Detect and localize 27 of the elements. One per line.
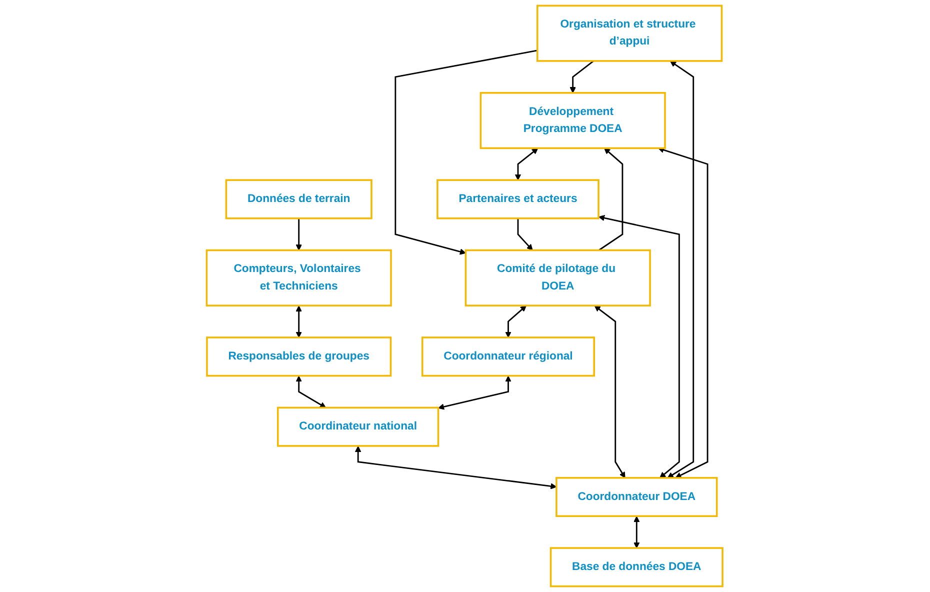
arrow — [355, 446, 558, 490]
arrow — [515, 148, 538, 180]
node-box: Partenaires et acteurs — [436, 179, 600, 220]
arrow — [634, 516, 640, 548]
arrow — [658, 146, 709, 478]
arrow — [438, 376, 512, 410]
arrow — [296, 306, 302, 338]
node-box: Coordonnateur régional — [422, 336, 596, 377]
node-box: Coordonnateur DOEA — [556, 476, 718, 517]
arrow — [506, 305, 527, 338]
arrow — [598, 214, 680, 478]
node-box: Responsables de groupes — [206, 336, 392, 377]
node-box: Organisation et structure d’appui — [536, 4, 723, 62]
node-box: Base de données DOEA — [550, 547, 724, 588]
arrow — [570, 60, 594, 94]
arrow — [395, 50, 538, 255]
arrow — [518, 218, 534, 251]
node-box: Développement Programme DOEA — [480, 92, 666, 150]
arrow — [296, 218, 302, 251]
arrow — [598, 148, 624, 251]
node-box: Comité de pilotage du DOEA — [465, 249, 652, 306]
node-box: Coordinateur national — [277, 406, 440, 447]
node-box: Compteurs, Volontaires et Techniciens — [206, 249, 392, 306]
arrow — [296, 376, 326, 408]
arrow — [594, 305, 626, 478]
arrow — [668, 60, 694, 478]
node-box: Données de terrain — [226, 179, 373, 220]
